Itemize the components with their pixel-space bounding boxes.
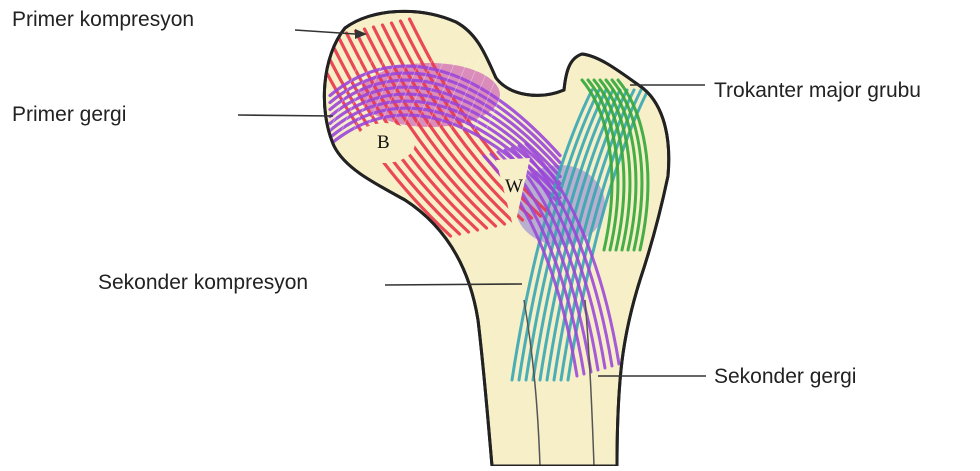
leader-line-primary-tension (238, 115, 333, 116)
region-marker-b: B (377, 133, 390, 152)
region-marker-w: W (505, 177, 523, 196)
label-primary-tension: Primer gergi (12, 104, 126, 125)
leader-line-secondary-compression (385, 284, 522, 285)
label-primary-compression: Primer kompresyon (12, 9, 194, 30)
label-secondary-tension: Sekonder gergi (714, 366, 856, 387)
label-greater-trochanter-group: Trokanter major grubu (714, 80, 921, 101)
label-secondary-compression: Sekonder kompresyon (98, 272, 308, 293)
